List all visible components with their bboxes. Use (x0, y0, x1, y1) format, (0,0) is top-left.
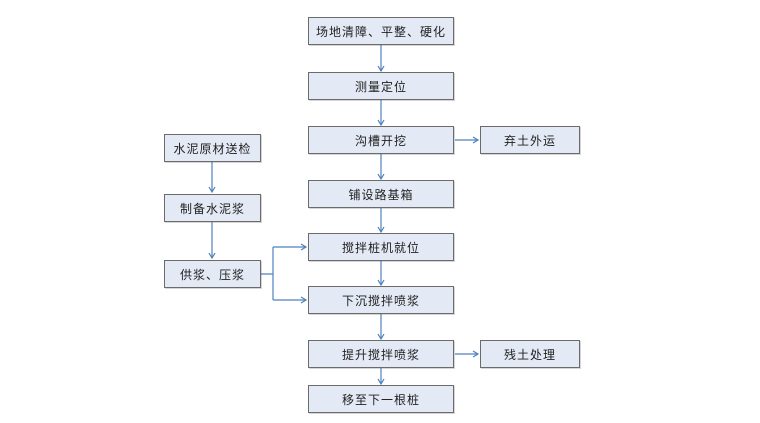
flow-node-cement-inspection: 水泥原材送检 (164, 134, 261, 162)
connector-supply-branch-trunk (261, 247, 274, 300)
flow-node-sink-mix-grout: 下沉搅拌喷浆 (308, 286, 454, 314)
flow-node-survey-positioning: 测量定位 (308, 72, 454, 100)
flow-node-lift-mix-grout: 提升搅拌喷浆 (308, 340, 454, 368)
flow-node-residual-soil-disposal: 残土处理 (480, 340, 580, 368)
flow-node-site-clearing: 场地清障、平整、硬化 (308, 17, 454, 45)
flow-node-roadbed-boxes: 铺设路基箱 (308, 180, 454, 208)
flow-node-trench-excavation: 沟槽开挖 (308, 126, 454, 154)
flow-node-supply-pressure-grout: 供浆、压浆 (164, 260, 261, 288)
flow-node-pile-rig-in-place: 搅拌桩机就位 (308, 233, 454, 261)
flow-node-move-next-pile: 移至下一根桩 (308, 385, 454, 413)
flow-node-spoil-removal: 弃土外运 (480, 126, 580, 154)
flow-node-prepare-cement-slurry: 制备水泥浆 (164, 194, 261, 222)
